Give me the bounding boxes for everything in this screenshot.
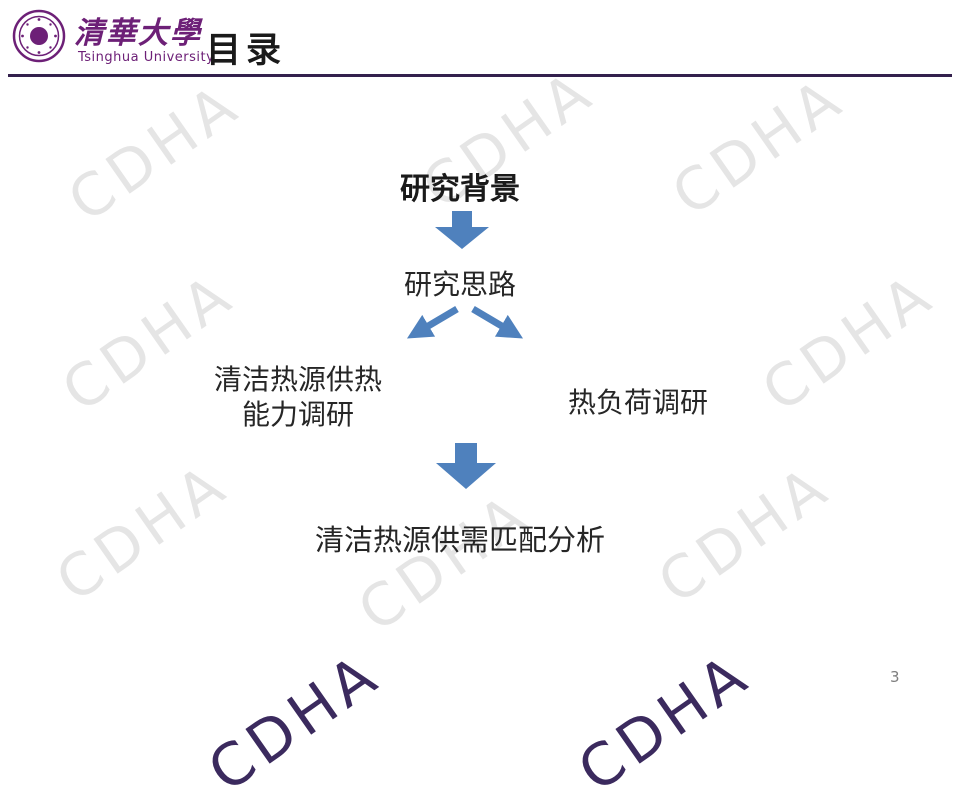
page-number: 3: [890, 668, 900, 686]
flow-node-research-background: 研究背景: [400, 172, 520, 207]
flow-node-heat-load: 热负荷调研: [567, 386, 708, 419]
flow-node-supply-demand-match: 清洁热源供需匹配分析: [314, 523, 605, 557]
logo-calligraphy: 清華大學: [74, 16, 202, 51]
watermark-text: CDHA: [55, 68, 253, 236]
down-arrow-icon: [435, 211, 489, 253]
down-arrow-icon: [436, 443, 496, 493]
watermark-text-bottom: CDHA: [565, 638, 763, 805]
flow-node-clean-heat-supply: 清洁热源供热 能力调研: [148, 362, 448, 432]
tsinghua-emblem-icon: [12, 9, 66, 63]
watermark-text-bottom: CDHA: [195, 638, 393, 805]
header-divider: [8, 74, 952, 77]
flow-node-research-approach: 研究思路: [403, 268, 516, 301]
page-title: 目录: [206, 31, 287, 71]
flow-node-clean-heat-supply-line2: 能力调研: [241, 398, 354, 431]
slide-canvas: { "slide": { "title": "目录", "page_number…: [8, 9, 952, 805]
logo-university-name: Tsinghua University: [78, 50, 215, 65]
flow-node-clean-heat-supply-line1: 清洁热源供热: [213, 363, 382, 396]
split-arrows-icon: [383, 304, 545, 350]
watermark-text: CDHA: [345, 478, 543, 646]
